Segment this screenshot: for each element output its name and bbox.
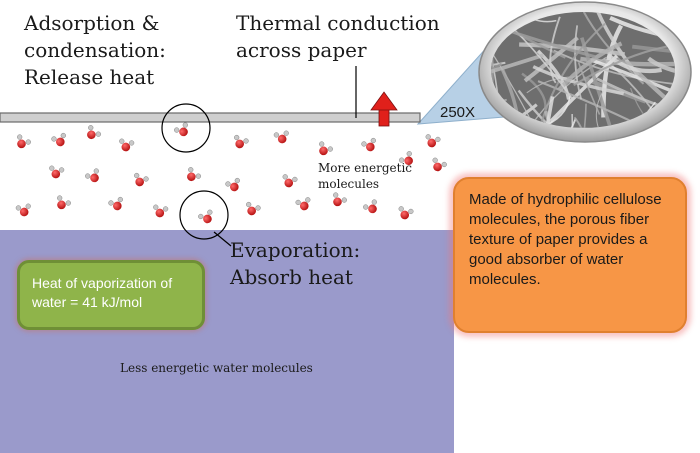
- water-molecule: [361, 137, 376, 152]
- water-molecule: [174, 122, 188, 137]
- thermal-conduction-label: Thermal conduction across paper: [236, 11, 440, 62]
- water-molecule: [15, 203, 31, 217]
- more-energetic-label: More energetic molecules: [318, 161, 412, 191]
- evaporation-pointer-line: [213, 231, 232, 247]
- water-molecule: [57, 195, 71, 210]
- cellulose-fiber: [491, 103, 538, 128]
- cellulose-fiber: [526, 96, 555, 128]
- evaporation-label: Evaporation: Absorb heat: [230, 238, 361, 289]
- water-molecule: [282, 174, 298, 188]
- water-molecule: [119, 138, 135, 152]
- paper-description-callout: Made of hydrophilic cellulose molecules,…: [453, 177, 687, 333]
- cellulose-fiber: [631, 44, 675, 58]
- evaporation-highlight-circle: [179, 190, 229, 240]
- cellulose-fiber: [549, 16, 561, 84]
- cellulose-fiber: [557, 41, 623, 92]
- water-molecule: [333, 192, 347, 207]
- cellulose-fiber: [517, 89, 610, 128]
- heat-of-vaporization-callout: Heat of vaporization of water = 41 kJ/mo…: [17, 260, 205, 330]
- water-molecules: [15, 122, 447, 224]
- water-molecule: [134, 172, 149, 187]
- cellulose-fiber: [582, 76, 647, 104]
- cellulose-fiber: [606, 53, 662, 74]
- cellulose-fiber: [571, 113, 587, 128]
- cellulose-fiber: [574, 25, 583, 100]
- water-molecule: [198, 209, 213, 224]
- heat-arrow-icon: [370, 91, 398, 127]
- water-molecule: [398, 206, 414, 220]
- water-molecule: [17, 134, 31, 149]
- water-molecule: [273, 130, 289, 144]
- water-molecule: [187, 167, 202, 182]
- water-molecule: [108, 196, 123, 211]
- water-molecule: [153, 204, 169, 218]
- cellulose-fiber: [647, 56, 675, 78]
- magnification-label: 250X: [440, 104, 476, 121]
- adsorption-label: Adsorption & condensation: Release heat: [24, 11, 166, 89]
- water-molecule: [225, 177, 240, 192]
- cellulose-fiber: [521, 72, 547, 110]
- water-molecule: [363, 199, 377, 214]
- water-molecule: [319, 141, 333, 156]
- cellulose-fiber: [491, 53, 544, 91]
- water-molecule: [246, 201, 261, 216]
- cellulose-fiber: [540, 22, 606, 124]
- cellulose-fiber: [632, 67, 675, 128]
- cellulose-fiber: [526, 54, 619, 128]
- water-molecule: [49, 165, 65, 179]
- adsorption-highlight-circle: [161, 103, 211, 153]
- cellulose-fiber: [595, 90, 605, 128]
- water-molecule: [51, 132, 66, 147]
- cellulose-fiber: [573, 116, 587, 128]
- water-molecule: [425, 134, 441, 148]
- paper-layer: [0, 112, 421, 123]
- water-molecule: [85, 168, 99, 183]
- less-energetic-label: Less energetic water molecules: [120, 361, 313, 375]
- cellulose-fiber: [577, 62, 601, 115]
- water-molecule: [432, 157, 447, 172]
- cellulose-fiber: [532, 65, 625, 96]
- water-molecule: [295, 197, 311, 211]
- cellulose-fiber: [491, 62, 503, 98]
- cellulose-fiber: [523, 36, 579, 83]
- water-molecule: [234, 134, 249, 149]
- cellulose-fiber: [553, 103, 587, 128]
- water-molecule: [398, 151, 413, 166]
- water-molecule: [87, 125, 102, 140]
